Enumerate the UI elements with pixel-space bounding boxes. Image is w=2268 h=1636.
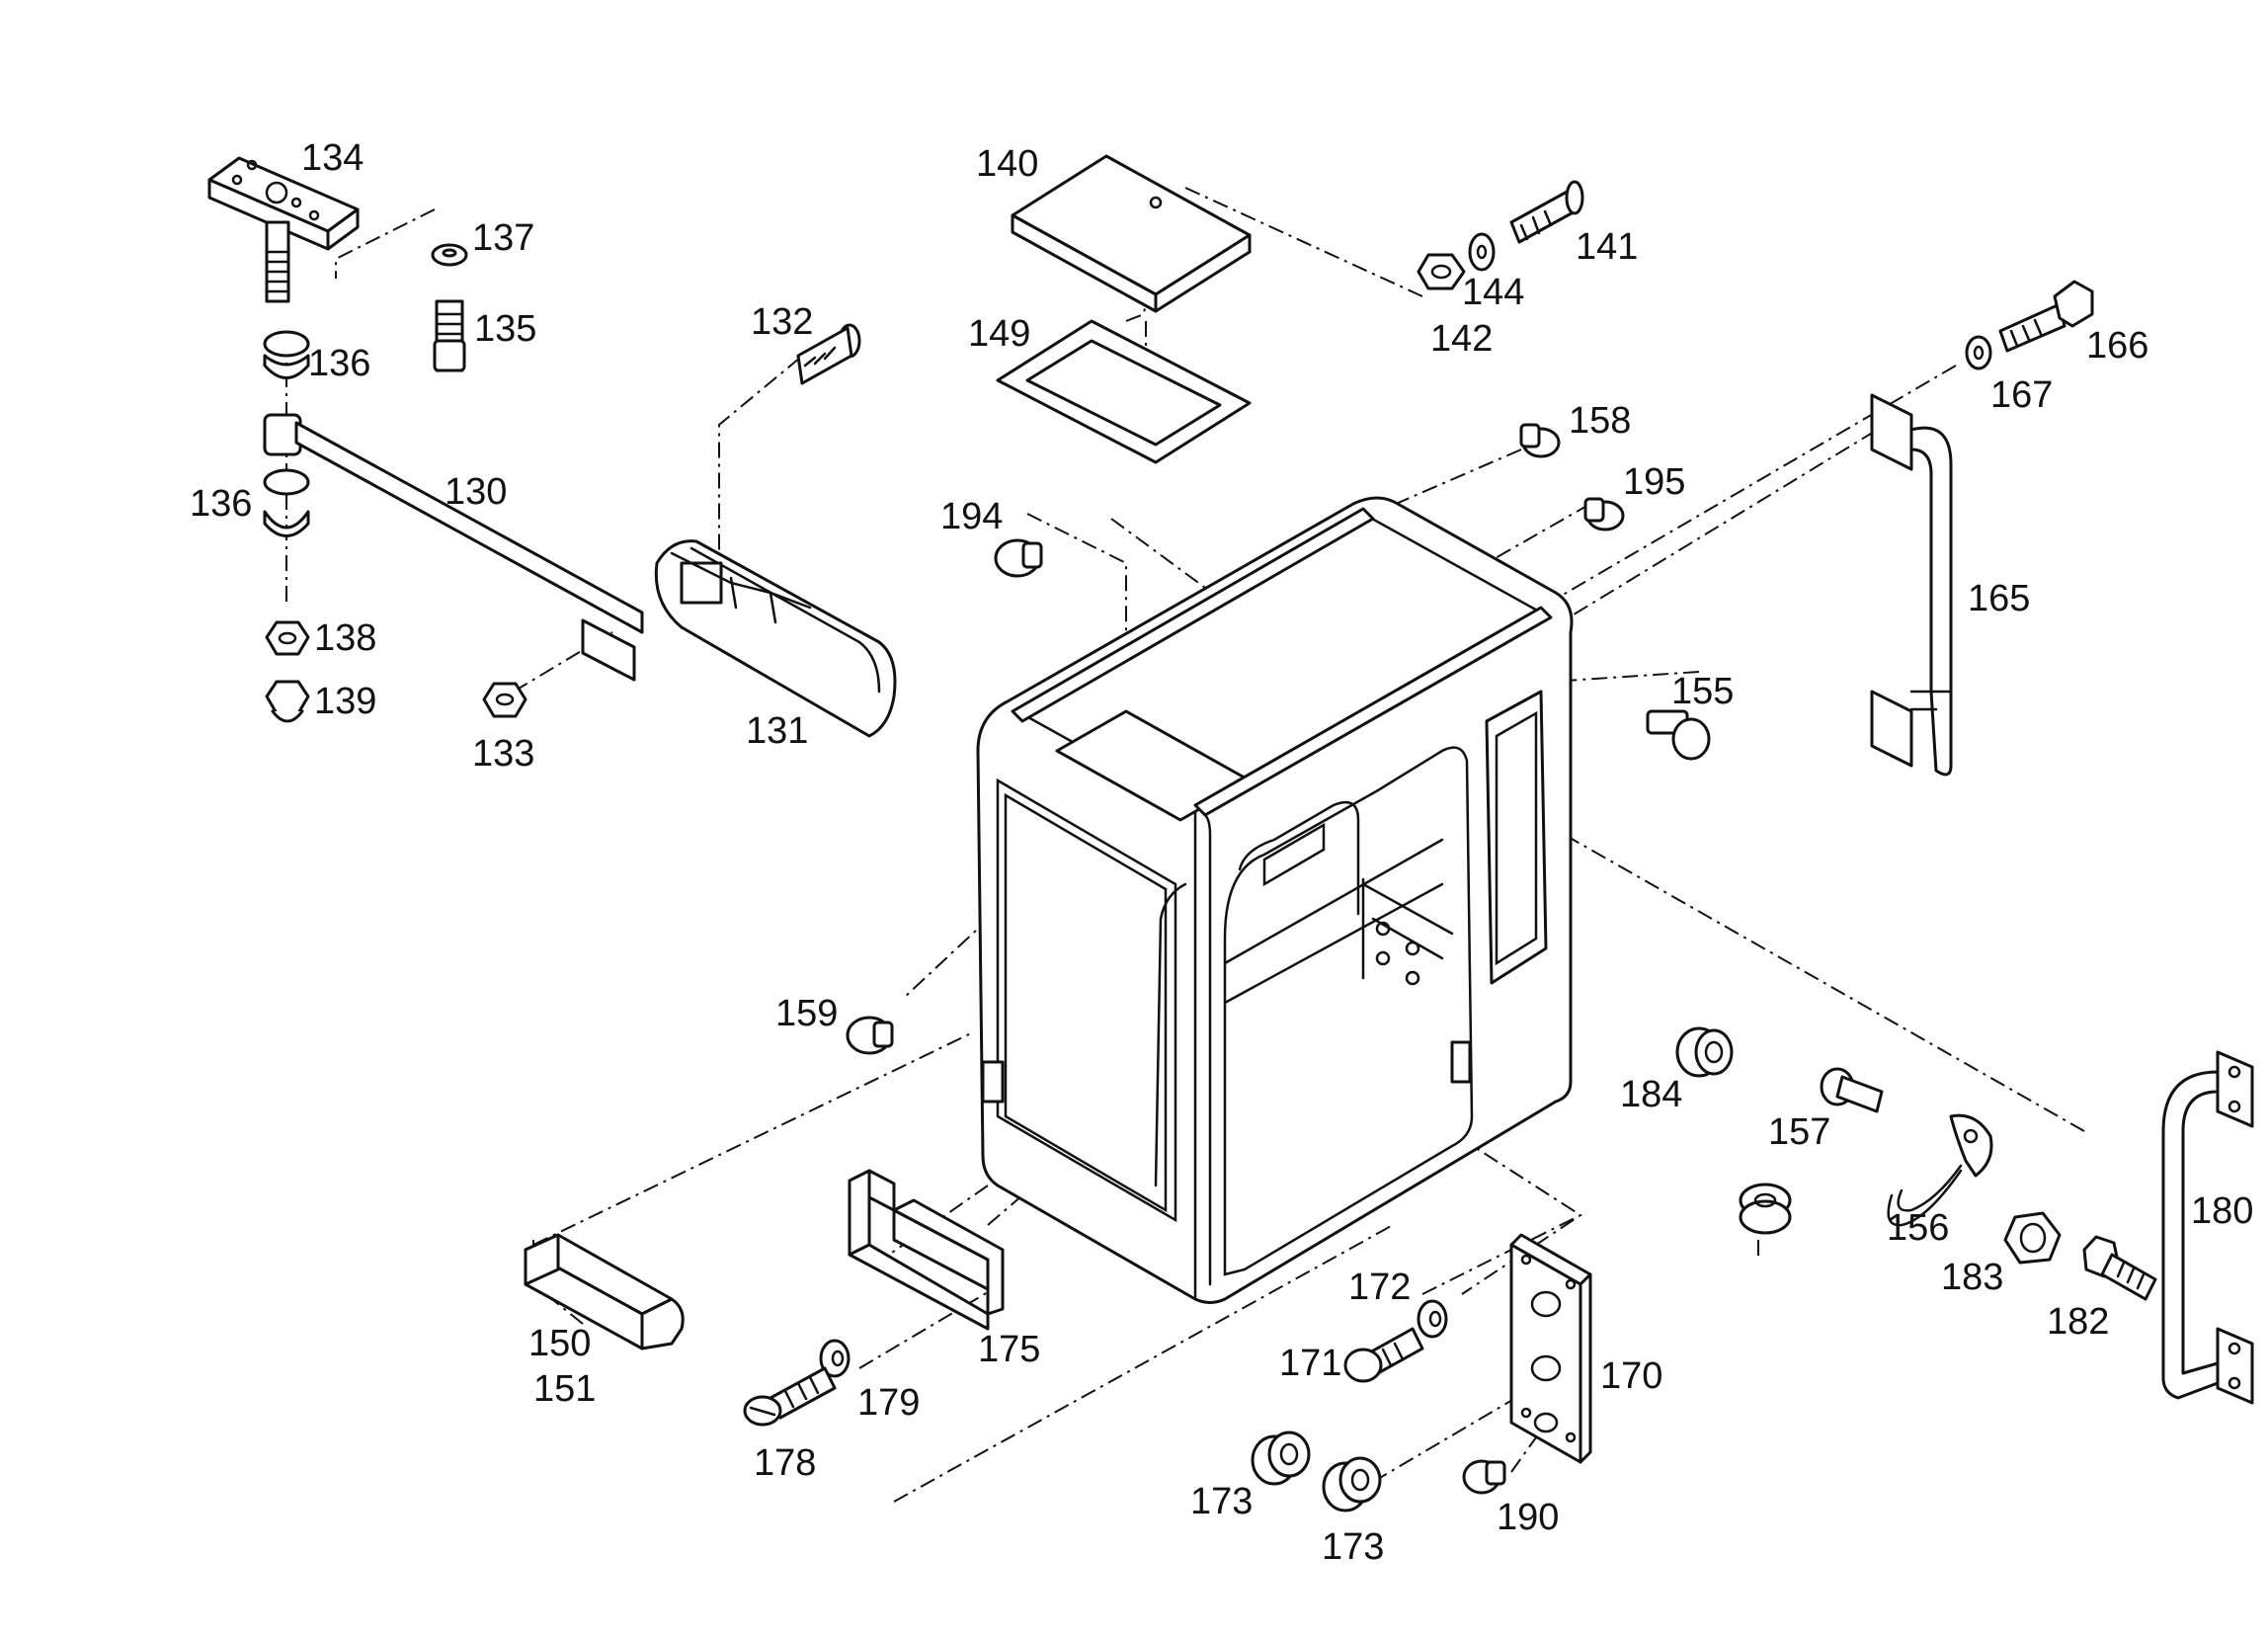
- part-194-plug: [994, 538, 1043, 578]
- part-173-grommet-b: [1322, 1456, 1382, 1513]
- label-149: 149: [968, 313, 1030, 355]
- label-173-a: 173: [1190, 1481, 1253, 1522]
- part-139-lock-nut: [265, 680, 310, 723]
- label-175: 175: [978, 1329, 1040, 1370]
- part-158-plug: [1519, 423, 1561, 458]
- label-138: 138: [314, 617, 376, 659]
- part-170-mount-plate: [1509, 1233, 1592, 1464]
- part-133-nut: [482, 682, 527, 718]
- part-195-plug: [1583, 497, 1625, 532]
- label-170: 170: [1600, 1355, 1662, 1397]
- part-136-bushing-upper: [263, 330, 310, 379]
- label-132: 132: [751, 301, 813, 343]
- part-183-nut: [2003, 1211, 2062, 1265]
- part-175-bracket: [848, 1169, 1005, 1331]
- label-180: 180: [2191, 1190, 2253, 1232]
- label-131: 131: [746, 710, 808, 752]
- label-158: 158: [1569, 400, 1631, 442]
- part-157-bolt: [1820, 1067, 1884, 1113]
- label-156: 156: [1887, 1207, 1949, 1249]
- label-190: 190: [1497, 1497, 1559, 1538]
- part-159-plug: [846, 1016, 894, 1055]
- part-144-washer: [1468, 232, 1496, 272]
- label-134: 134: [301, 137, 364, 179]
- part-190-plug: [1462, 1459, 1506, 1495]
- label-159: 159: [775, 993, 838, 1034]
- label-139: 139: [314, 681, 376, 722]
- part-141-screw: [1509, 180, 1584, 244]
- cab-body: [976, 496, 1574, 1304]
- part-165-hand-rail: [1870, 393, 1953, 777]
- part-labels: 134 137 135 136 130 136 138 139 133 132 …: [190, 137, 2253, 1568]
- label-151: 151: [533, 1368, 596, 1410]
- part-171-screw: [1343, 1327, 1424, 1383]
- label-141: 141: [1576, 226, 1638, 268]
- label-178: 178: [754, 1442, 816, 1484]
- label-167: 167: [1990, 374, 2053, 416]
- part-178-screw: [743, 1366, 837, 1427]
- part-155-bolt: [1646, 709, 1711, 761]
- part-136-bushing-lower: [263, 468, 310, 537]
- part-135-socket-bolt: [433, 299, 466, 372]
- label-195: 195: [1623, 461, 1685, 503]
- label-130: 130: [445, 471, 507, 513]
- label-135: 135: [474, 308, 536, 350]
- label-194: 194: [940, 496, 1003, 537]
- label-182: 182: [2047, 1301, 2109, 1343]
- part-173-grommet-a: [1251, 1431, 1311, 1486]
- label-157: 157: [1768, 1111, 1830, 1153]
- label-179: 179: [857, 1382, 920, 1424]
- part-142-nut: [1417, 253, 1466, 290]
- part-156-coat-hook: [1887, 1113, 1993, 1227]
- label-165: 165: [1968, 578, 2030, 619]
- part-138-nut: [265, 620, 310, 656]
- label-172: 172: [1348, 1267, 1411, 1308]
- label-133: 133: [472, 733, 534, 775]
- part-179-washer: [819, 1339, 850, 1378]
- part-131-sun-visor: [654, 539, 897, 738]
- part-132-screw: [796, 323, 861, 385]
- label-140: 140: [976, 143, 1038, 185]
- part-grommet-rear: [1739, 1183, 1792, 1235]
- part-167-washer: [1965, 335, 1992, 370]
- part-184-grommet: [1675, 1026, 1734, 1078]
- part-150-step: [524, 1233, 685, 1350]
- label-137: 137: [472, 217, 534, 259]
- part-130-support-arm: [263, 413, 644, 682]
- part-166-bolt: [1998, 280, 2094, 353]
- part-180-hand-rail: [2161, 1050, 2254, 1405]
- part-149-hatch-seal: [996, 319, 1252, 464]
- label-184: 184: [1620, 1074, 1682, 1115]
- label-173-b: 173: [1322, 1526, 1384, 1568]
- label-136-lower: 136: [190, 483, 252, 525]
- part-140-roof-hatch: [1011, 154, 1252, 313]
- label-166: 166: [2086, 325, 2148, 367]
- part-182-bolt: [2082, 1235, 2157, 1301]
- part-172-washer: [1417, 1299, 1448, 1339]
- label-142: 142: [1430, 318, 1493, 360]
- label-136-upper: 136: [308, 343, 370, 384]
- label-183: 183: [1941, 1257, 2003, 1298]
- part-134-mounting-plate: [207, 156, 360, 303]
- label-171: 171: [1279, 1343, 1341, 1384]
- label-150: 150: [528, 1323, 591, 1364]
- label-155: 155: [1671, 671, 1734, 712]
- label-144: 144: [1462, 272, 1524, 313]
- part-137-washer: [431, 243, 468, 267]
